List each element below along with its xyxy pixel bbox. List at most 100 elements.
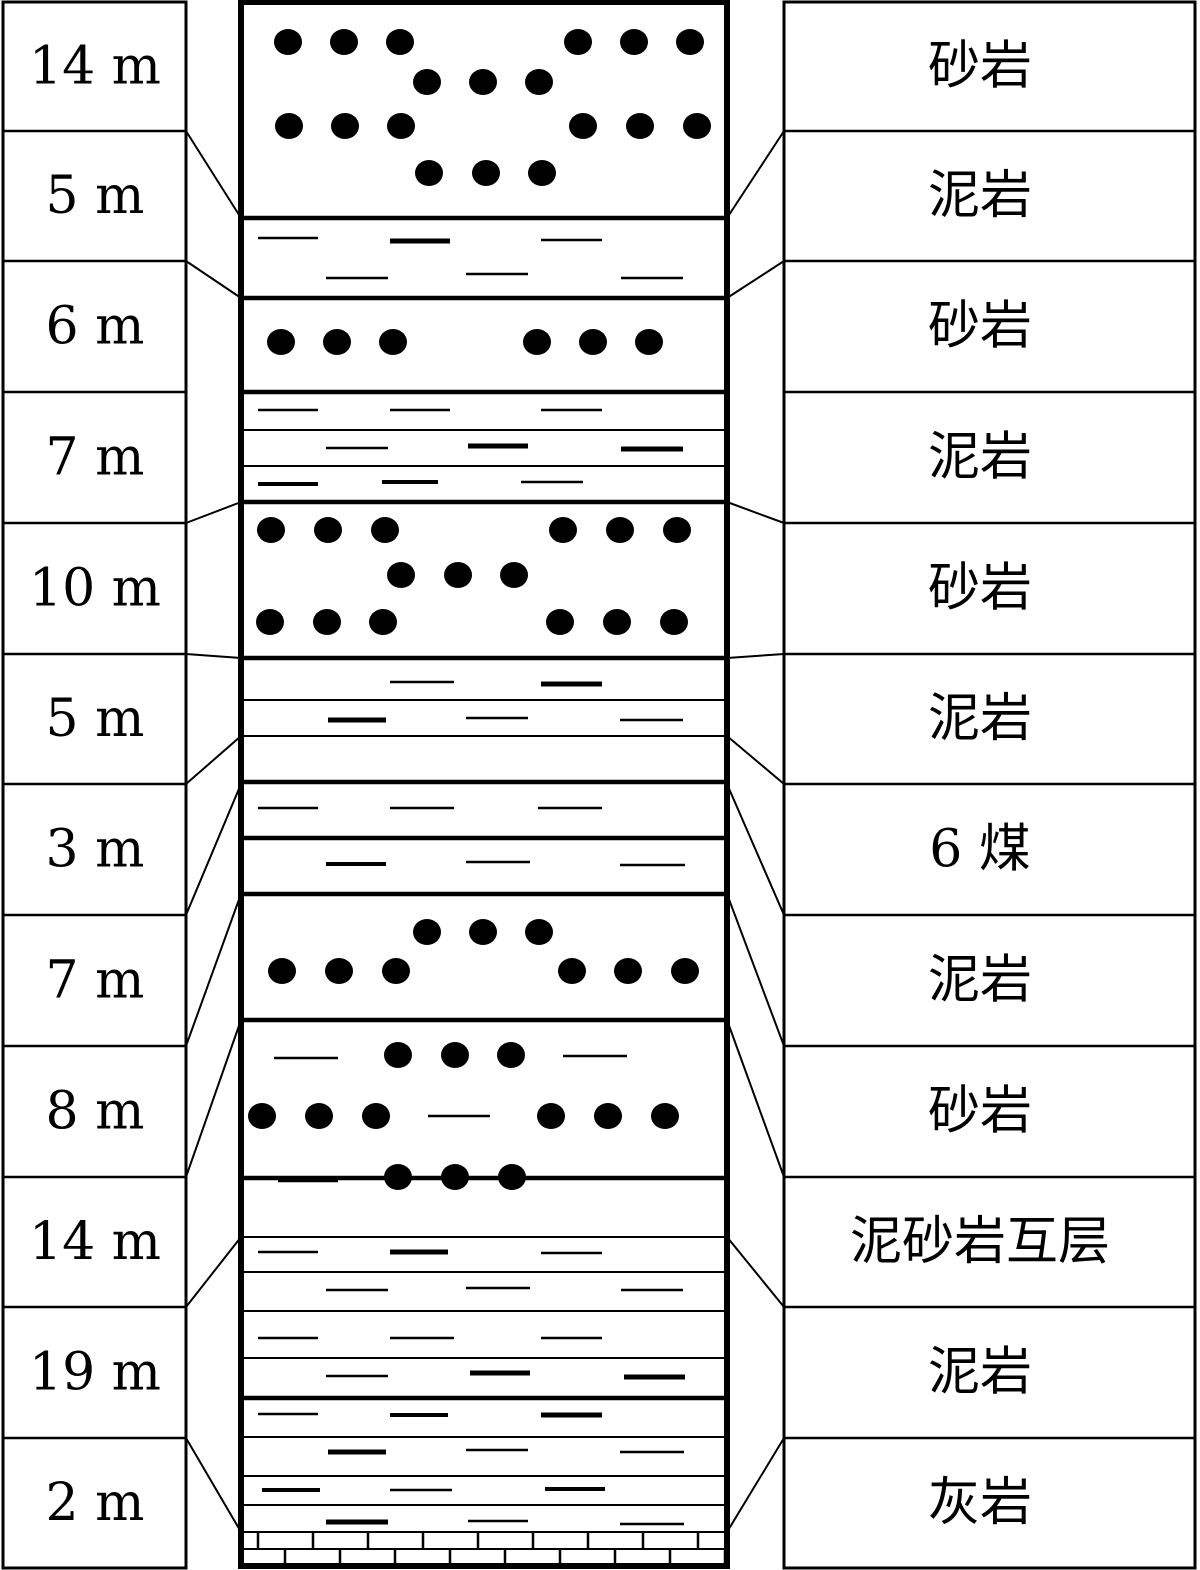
connector-line-right: [726, 893, 785, 1047]
sandstone-dot: [498, 1164, 526, 1190]
sandstone-dot: [525, 69, 553, 95]
sandstone-dot: [256, 609, 284, 635]
connector-line-right: [726, 501, 785, 524]
sandstone-dot: [323, 329, 351, 355]
lithology-label: 砂岩: [928, 559, 1032, 619]
sandstone-dot: [525, 919, 553, 945]
sandstone-dot: [660, 609, 688, 635]
sandstone-dot: [569, 113, 597, 139]
connector-line-left: [185, 130, 242, 219]
sandstone-dot: [564, 29, 592, 55]
thickness-label: 3 m: [46, 820, 145, 880]
sandstone-dot: [268, 958, 296, 984]
connector-line-right: [726, 130, 785, 219]
sandstone-dot: [441, 1042, 469, 1068]
connector-line-left: [185, 783, 242, 916]
lithology-label: 泥岩: [928, 951, 1032, 1011]
sandstone-dot: [305, 1103, 333, 1129]
sandstone-dot: [386, 29, 414, 55]
thickness-label: 2 m: [46, 1473, 145, 1533]
lithology-patterns: [241, 29, 727, 1566]
sandstone-dot: [620, 29, 648, 55]
lithology-label: 砂岩: [928, 297, 1032, 357]
sandstone-dot: [469, 919, 497, 945]
connector-lines: [185, 130, 785, 1533]
lithology-label: 泥砂岩互层: [850, 1212, 1110, 1272]
sandstone-dot: [671, 958, 699, 984]
thickness-label: 7 m: [46, 428, 145, 488]
sandstone-dot: [663, 517, 691, 543]
connector-line-left: [185, 501, 242, 524]
thickness-label: 6 m: [46, 297, 145, 357]
sandstone-dot: [603, 609, 631, 635]
thickness-label: 14 m: [29, 37, 161, 97]
strata-column: [238, 0, 730, 1569]
sandstone-dot: [248, 1103, 276, 1129]
connector-line-right: [726, 783, 785, 916]
sandstone-dot: [444, 562, 472, 588]
sandstone-dot: [413, 919, 441, 945]
sandstone-dot: [387, 113, 415, 139]
sandstone-dot: [594, 1103, 622, 1129]
sandstone-dot: [683, 113, 711, 139]
sandstone-dot: [415, 160, 443, 186]
sandstone-dot: [651, 1103, 679, 1129]
lithology-label: 泥岩: [928, 689, 1032, 749]
sandstone-dot: [257, 517, 285, 543]
connector-line-left: [185, 735, 242, 785]
connector-line-left: [185, 260, 242, 299]
thickness-label: 8 m: [46, 1082, 145, 1142]
connector-line-right: [726, 1236, 785, 1308]
sandstone-dot: [313, 609, 341, 635]
sandstone-dot: [387, 562, 415, 588]
sandstone-dot: [384, 1164, 412, 1190]
sandstone-dot: [500, 562, 528, 588]
connector-line-left: [185, 1019, 242, 1178]
lithology-label: 砂岩: [928, 1082, 1032, 1142]
sandstone-dot: [558, 958, 586, 984]
sandstone-dot: [371, 517, 399, 543]
sandstone-dot: [537, 1103, 565, 1129]
sandstone-dot: [267, 329, 295, 355]
connector-line-left: [185, 893, 242, 1047]
sandstone-dot: [274, 29, 302, 55]
sandstone-dot: [369, 609, 397, 635]
sandstone-dot: [523, 329, 551, 355]
connector-line-right: [726, 735, 785, 785]
sandstone-dot: [384, 1042, 412, 1068]
sandstone-dot: [676, 29, 704, 55]
lithology-label: 灰岩: [928, 1473, 1032, 1533]
sandstone-dot: [546, 609, 574, 635]
thickness-label: 7 m: [46, 951, 145, 1011]
connector-line-right: [726, 260, 785, 299]
sandstone-dot: [635, 329, 663, 355]
sandstone-dot: [626, 113, 654, 139]
lithology-label: 泥岩: [928, 1343, 1032, 1403]
thickness-label: 10 m: [29, 559, 161, 619]
sandstone-dot: [325, 958, 353, 984]
sandstone-dot: [549, 517, 577, 543]
connector-line-right: [726, 1019, 785, 1178]
thickness-column: 14 m5 m6 m7 m10 m5 m3 m7 m8 m14 m19 m2 m: [1, 0, 188, 1570]
sandstone-dot: [413, 69, 441, 95]
thickness-label: 5 m: [46, 689, 145, 749]
sandstone-dot: [314, 517, 342, 543]
sandstone-dot: [469, 69, 497, 95]
sandstone-dot: [330, 29, 358, 55]
sandstone-dot: [472, 160, 500, 186]
lithology-label: 泥岩: [928, 166, 1032, 226]
connector-line-left: [185, 1236, 242, 1308]
thickness-label: 14 m: [29, 1212, 161, 1272]
lithology-label: 砂岩: [928, 37, 1032, 97]
thickness-label: 19 m: [29, 1343, 161, 1403]
lithology-label: 泥岩: [928, 428, 1032, 488]
sandstone-dot: [614, 958, 642, 984]
sandstone-dot: [528, 160, 556, 186]
connector-line-right: [726, 1437, 785, 1533]
sandstone-dot: [331, 113, 359, 139]
connector-line-left: [185, 1437, 242, 1533]
sandstone-dot: [497, 1042, 525, 1068]
sandstone-dot: [362, 1103, 390, 1129]
